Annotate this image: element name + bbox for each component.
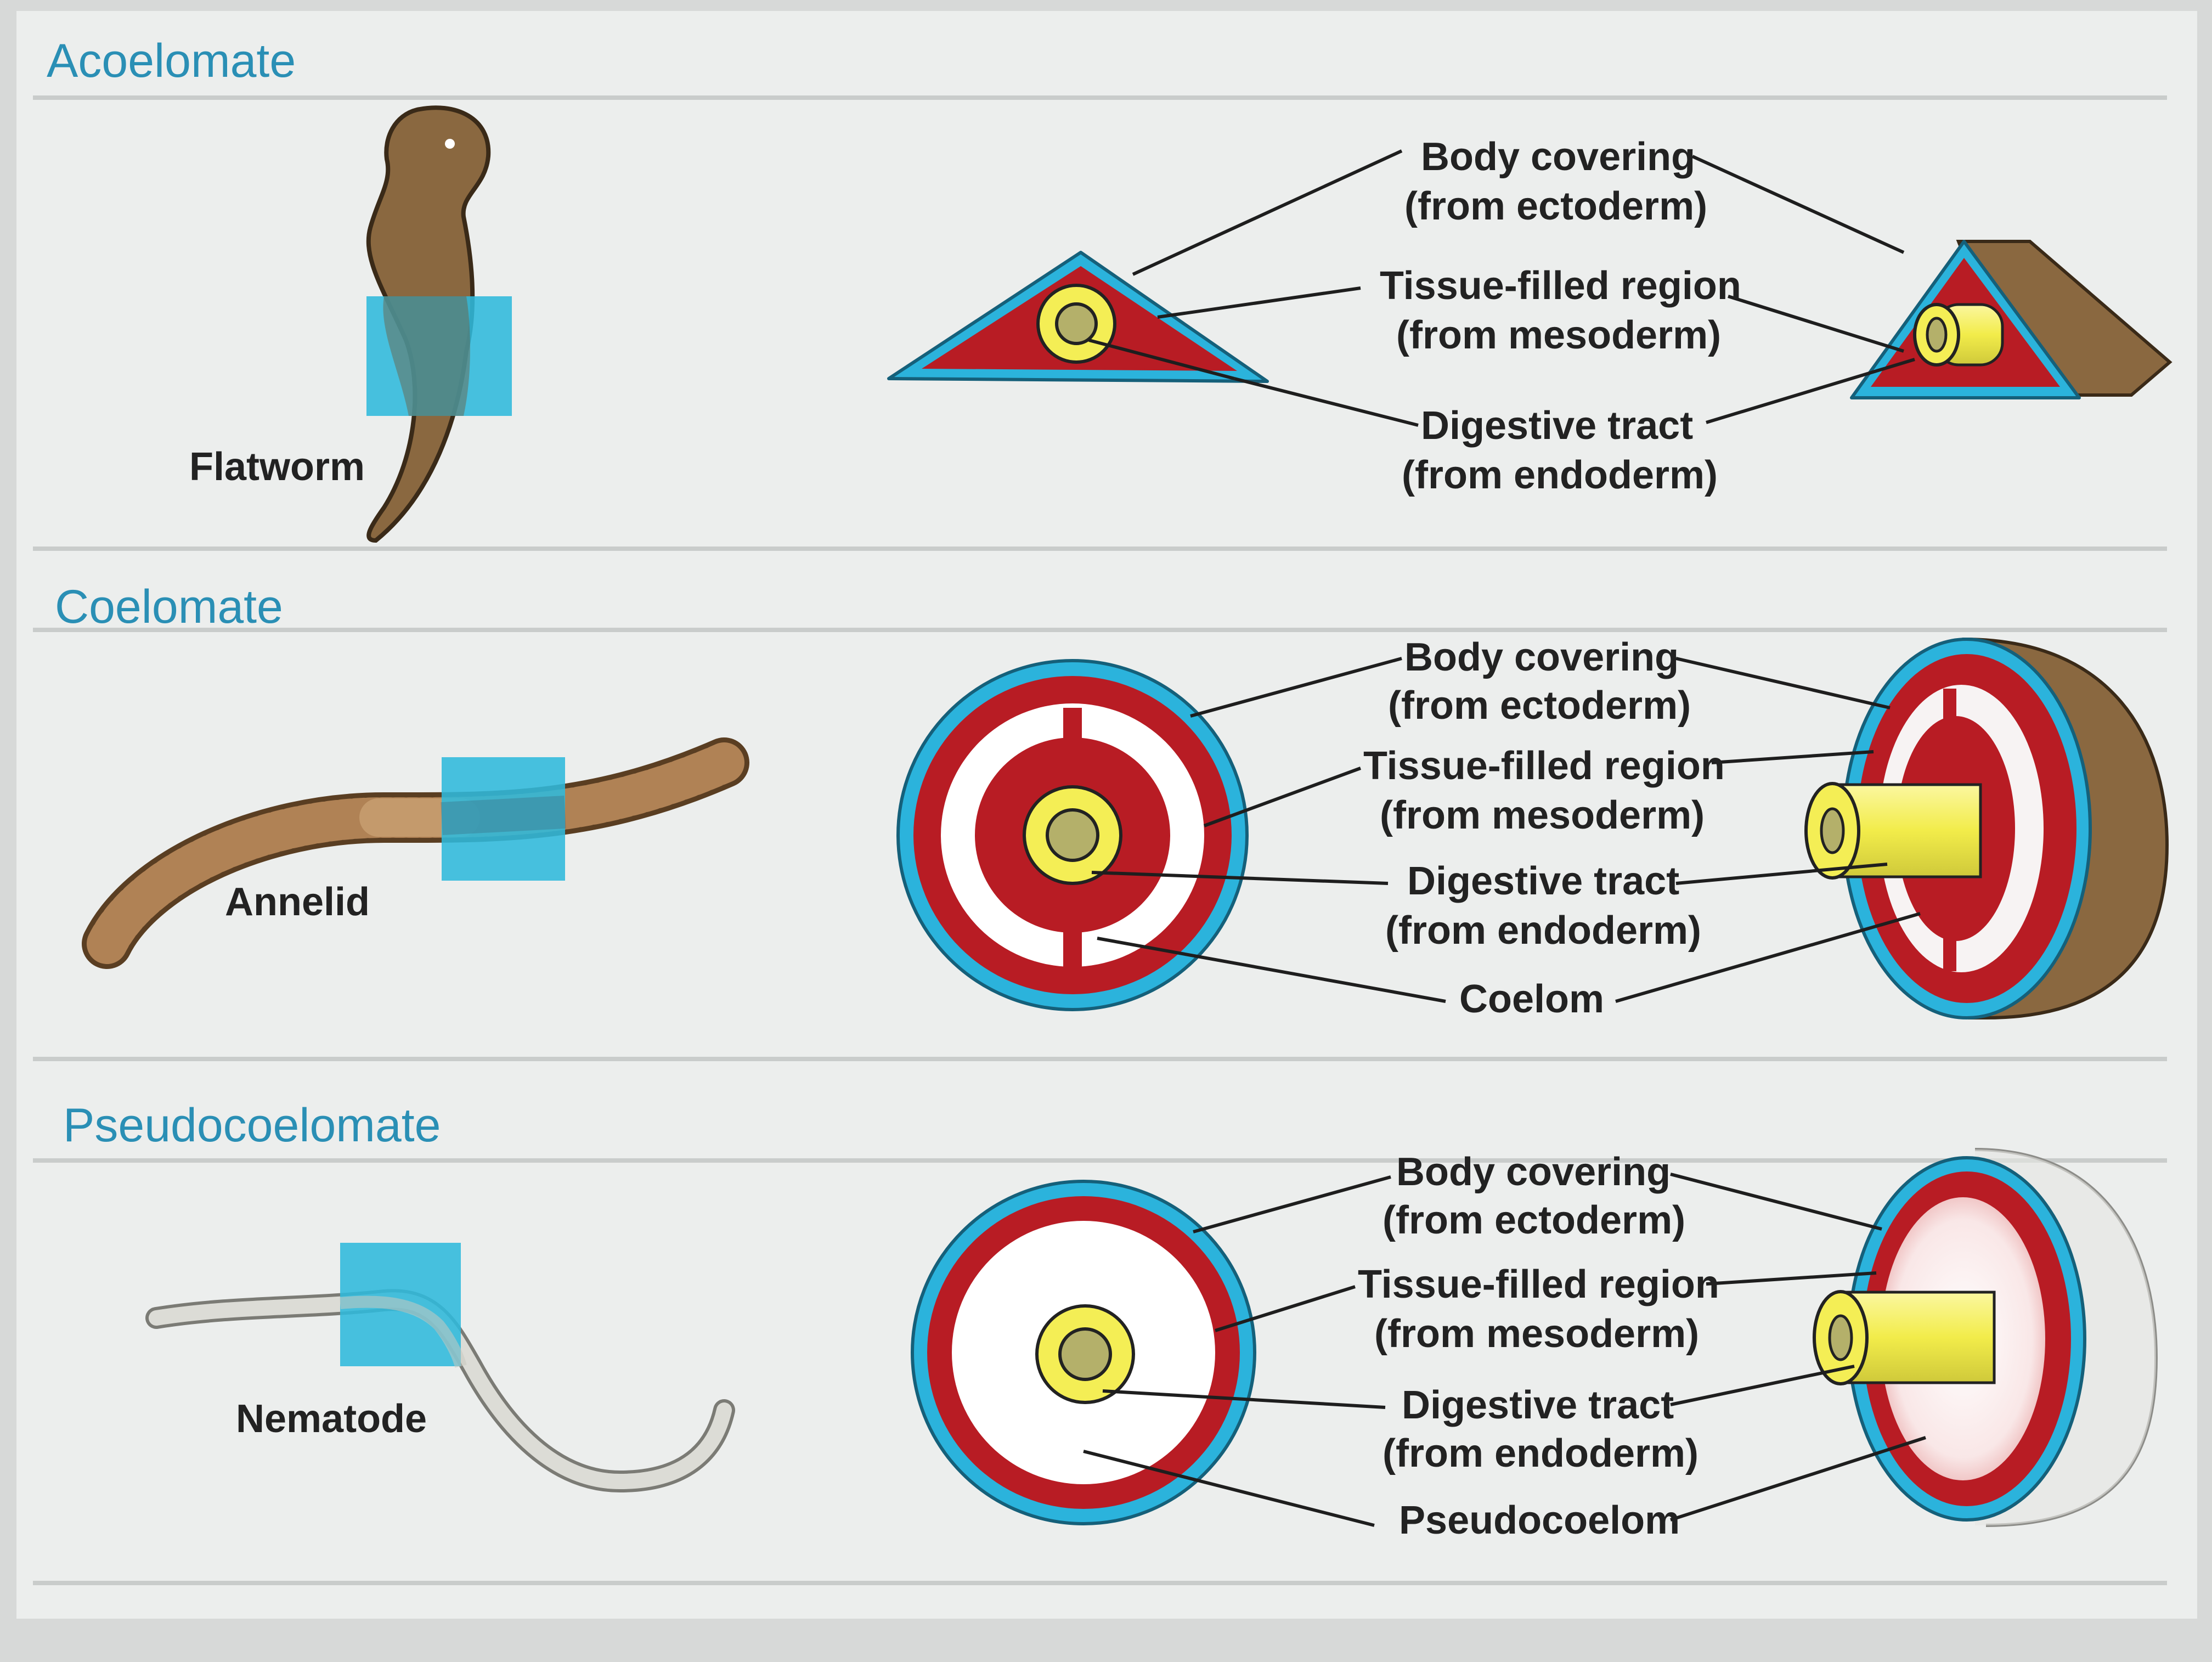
pseudocoelomate-labels: Body covering (from ectoderm) Tissue-fil…	[1358, 1150, 1719, 1542]
section-title: Acoelomate	[47, 35, 296, 87]
label-tissue-filled-region: Tissue-filled region	[1363, 744, 1725, 788]
label-ectoderm: (from ectoderm)	[1404, 184, 1707, 228]
animal-label: Flatworm	[189, 445, 365, 489]
label-mesoderm: (from mesoderm)	[1380, 793, 1705, 837]
pseudocoelomate-cross-section	[911, 1180, 1256, 1525]
label-tissue-filled-region: Tissue-filled region	[1380, 264, 1741, 308]
animal-label: Annelid	[225, 880, 370, 924]
acoelomate-labels: Body covering (from ectoderm) Tissue-fil…	[1380, 135, 1741, 497]
section-coelomate: Coelomate Annelid	[33, 547, 2169, 1021]
annelid-illustration	[82, 737, 749, 969]
section-pseudocoelomate: Pseudocoelomate Nematode	[33, 1057, 2167, 1585]
cross-section-highlight	[366, 296, 512, 416]
label-digestive-tract: Digestive tract	[1421, 404, 1693, 448]
label-coelom: Coelom	[1459, 977, 1604, 1021]
nematode-illustration	[145, 1243, 735, 1493]
label-endoderm: (from endoderm)	[1383, 1432, 1699, 1475]
label-pseudocoelom: Pseudocoelom	[1399, 1498, 1680, 1542]
label-endoderm: (from endoderm)	[1385, 909, 1701, 953]
label-digestive-tract: Digestive tract	[1407, 859, 1679, 903]
pseudocoelomate-leader-lines	[1083, 1173, 1926, 1527]
label-ectoderm: (from ectoderm)	[1388, 684, 1691, 728]
label-body-covering: Body covering	[1396, 1150, 1671, 1194]
coelomate-cross-section	[896, 659, 1249, 1011]
coelomate-labels: Body covering (from ectoderm) Tissue-fil…	[1363, 635, 1725, 1021]
label-mesoderm: (from mesoderm)	[1374, 1312, 1699, 1356]
label-mesoderm: (from mesoderm)	[1396, 313, 1721, 357]
cross-section-highlight	[442, 757, 565, 881]
label-tissue-filled-region: Tissue-filled region	[1358, 1263, 1719, 1306]
section-title: Pseudocoelomate	[63, 1099, 441, 1152]
label-body-covering: Body covering	[1421, 135, 1695, 179]
label-body-covering: Body covering	[1404, 635, 1679, 679]
animal-label: Nematode	[236, 1397, 427, 1441]
section-title: Coelomate	[55, 581, 283, 633]
flatworm-illustration	[366, 105, 512, 543]
label-ectoderm: (from ectoderm)	[1383, 1198, 1685, 1242]
acoelomate-leader-lines	[1088, 149, 1915, 427]
acoelomate-3d-segment	[1850, 240, 2172, 399]
pseudocoelomate-3d-segment	[1813, 1148, 2158, 1527]
coelomate-leader-lines	[1091, 657, 1921, 1003]
label-digestive-tract: Digestive tract	[1402, 1383, 1674, 1427]
section-acoelomate: Acoelomate Flatworm	[33, 35, 2172, 543]
label-endoderm: (from endoderm)	[1402, 453, 1718, 497]
